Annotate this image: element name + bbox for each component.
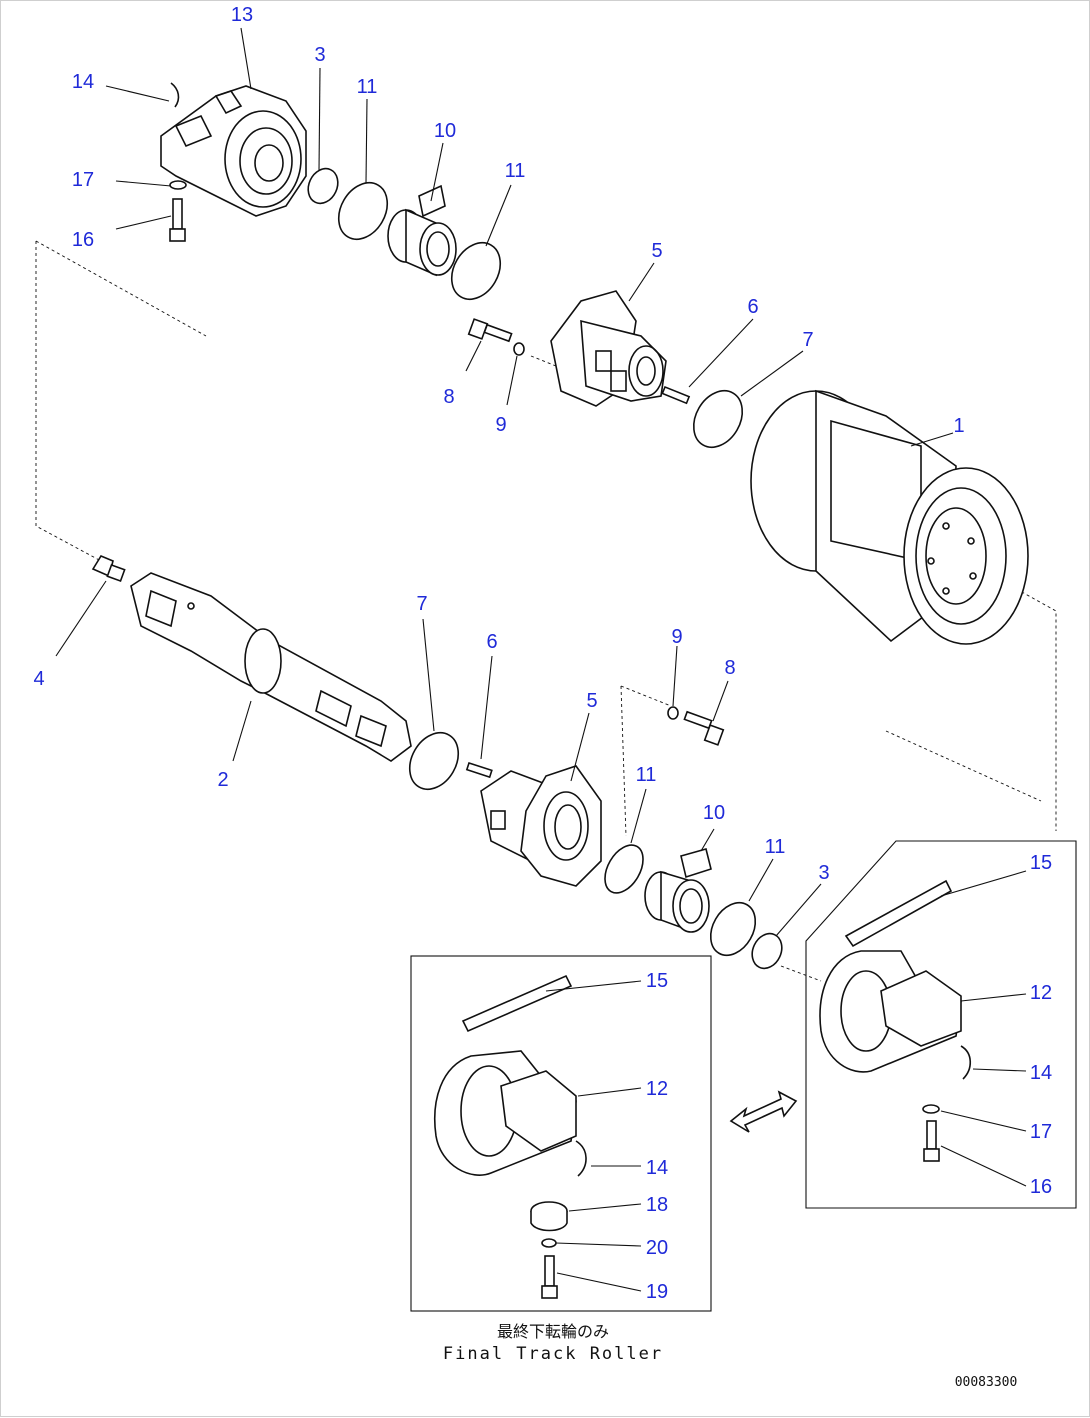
label-17: 17 bbox=[1030, 1121, 1052, 1143]
label-10: 10 bbox=[434, 120, 456, 142]
label-3: 3 bbox=[818, 862, 829, 884]
label-11: 11 bbox=[636, 764, 657, 786]
part-11-ring-upper-b bbox=[450, 241, 502, 301]
part-10-seal-lower bbox=[644, 848, 712, 933]
leader-lines bbox=[55, 27, 1027, 1292]
label-14: 14 bbox=[646, 1157, 668, 1179]
caption-jp: 最終下転輪のみ bbox=[497, 1322, 609, 1341]
label-11: 11 bbox=[357, 76, 378, 98]
label-5: 5 bbox=[586, 690, 597, 712]
part-3-ring-lower bbox=[751, 932, 783, 970]
part-6-pin-lower bbox=[465, 761, 493, 779]
label-1: 1 bbox=[953, 415, 964, 437]
label-15: 15 bbox=[1030, 852, 1052, 874]
label-8: 8 bbox=[724, 657, 735, 679]
label-19: 19 bbox=[646, 1281, 668, 1303]
label-14: 14 bbox=[72, 71, 94, 93]
label-4: 4 bbox=[33, 668, 44, 690]
swap-arrow-icon bbox=[729, 1090, 798, 1133]
part-5-bushing-lower bbox=[480, 765, 602, 887]
label-15: 15 bbox=[646, 970, 668, 992]
label-17: 17 bbox=[72, 169, 94, 191]
label-5: 5 bbox=[651, 240, 662, 262]
inset-final-track-roller bbox=[410, 955, 712, 1312]
part-7-ring-lower bbox=[408, 731, 460, 791]
label-16: 16 bbox=[72, 229, 94, 251]
label-12: 12 bbox=[1030, 982, 1052, 1004]
inset-right-collar bbox=[805, 840, 1077, 1209]
label-9: 9 bbox=[495, 414, 506, 436]
part-5-bushing-upper bbox=[550, 290, 667, 407]
label-10: 10 bbox=[703, 802, 725, 824]
part-11-ring-lower-b bbox=[709, 901, 757, 957]
part-10-seal-upper bbox=[387, 184, 457, 277]
label-8: 8 bbox=[443, 386, 454, 408]
label-2: 2 bbox=[217, 769, 228, 791]
part-4-plug bbox=[91, 554, 126, 583]
drawing-code: 00083300 bbox=[955, 1375, 1018, 1390]
caption-en: Final Track Roller bbox=[443, 1344, 663, 1364]
part-8-bolt-upper bbox=[467, 318, 525, 356]
label-11: 11 bbox=[505, 160, 526, 182]
part-2-shaft bbox=[130, 572, 412, 762]
label-11: 11 bbox=[765, 836, 786, 858]
part-labels: 13 14 17 16 3 11 10 11 5 6 7 8 9 1 4 2 7… bbox=[33, 4, 1052, 1303]
label-18: 18 bbox=[646, 1194, 668, 1216]
label-9: 9 bbox=[671, 626, 682, 648]
label-14: 14 bbox=[1030, 1062, 1052, 1084]
label-13: 13 bbox=[231, 4, 253, 26]
label-3: 3 bbox=[314, 44, 325, 66]
part-7-ring-upper bbox=[692, 389, 744, 449]
label-7: 7 bbox=[416, 593, 427, 615]
part-13-collar bbox=[160, 82, 307, 217]
part-16-bolt-upper bbox=[169, 180, 187, 242]
label-12: 12 bbox=[646, 1078, 668, 1100]
label-16: 16 bbox=[1030, 1176, 1052, 1198]
label-20: 20 bbox=[646, 1237, 668, 1259]
label-6: 6 bbox=[486, 631, 497, 653]
part-11-ring-lower-a bbox=[604, 844, 644, 894]
part-11-ring-upper-a bbox=[337, 181, 389, 241]
part-3-ring-upper bbox=[307, 167, 339, 205]
part-6-pin-upper bbox=[661, 385, 691, 405]
assembly-guide-lines bbox=[35, 240, 1057, 982]
label-7: 7 bbox=[802, 329, 813, 351]
part-8-bolt-lower bbox=[667, 706, 725, 746]
label-6: 6 bbox=[747, 296, 758, 318]
part-1-roller bbox=[750, 389, 1029, 645]
